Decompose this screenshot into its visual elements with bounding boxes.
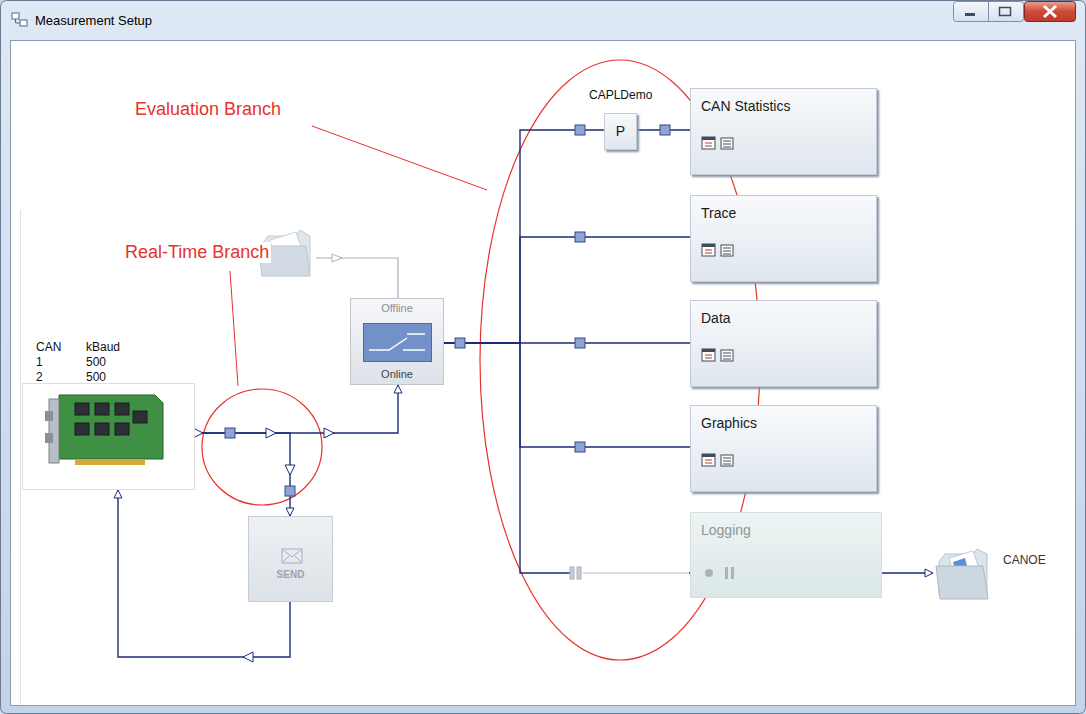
leader-line <box>230 271 238 386</box>
connector <box>444 237 690 343</box>
leader-line <box>312 126 487 190</box>
network-interface-card: CANkBaud15002500 <box>22 383 195 490</box>
node-text: P <box>605 123 636 139</box>
env-icon <box>281 547 303 565</box>
node-text: 1 <box>36 355 43 369</box>
connector <box>195 385 398 433</box>
connector <box>195 433 290 516</box>
node-text: 500 <box>86 355 106 369</box>
node-text: Trace <box>701 205 736 221</box>
branch-label: Evaluation Branch <box>133 99 283 120</box>
branch-label: Real-Time Branch <box>123 242 271 263</box>
logging-break <box>570 567 689 579</box>
node-text: Graphics <box>701 415 757 431</box>
connector <box>444 343 690 447</box>
send-block: SEND <box>248 516 333 602</box>
window-buttons <box>954 2 1076 22</box>
analysis-window-block: Graphics <box>690 405 877 492</box>
node-text: 2 <box>36 370 43 384</box>
analysis-window-block: Trace <box>690 195 877 282</box>
win-icon <box>701 452 741 470</box>
window-icon <box>12 13 27 26</box>
pcb-icon <box>45 389 169 469</box>
branch-ellipse <box>202 389 322 505</box>
flow-arrowhead <box>193 428 334 662</box>
log-file-folder: CANOE <box>935 548 990 600</box>
client-area <box>11 41 1076 706</box>
node-text: 500 <box>86 370 106 384</box>
node-text: CAPLDemo <box>589 88 652 102</box>
switch-icon <box>363 323 433 363</box>
capl-program-node: CAPLDemoP <box>604 113 637 150</box>
online-offline-switch: OfflineOnline <box>350 298 444 385</box>
connector <box>444 343 690 573</box>
node-text: CAN <box>36 340 61 354</box>
scroll-edge <box>20 210 21 705</box>
rec-icon <box>703 565 743 581</box>
analysis-window-block: CAN Statistics <box>690 88 877 175</box>
offline-source-folder <box>258 230 398 298</box>
node-text: kBaud <box>86 340 120 354</box>
node-text: Online <box>351 368 443 380</box>
filter-point <box>225 125 670 496</box>
win-icon <box>701 135 741 153</box>
folder-icon <box>935 548 990 600</box>
logging-block: Logging <box>690 512 882 598</box>
node-text: SEND <box>249 569 332 580</box>
win-icon <box>701 242 741 260</box>
node-text: Data <box>701 310 731 326</box>
window-title: Measurement Setup <box>35 13 152 28</box>
node-text: CANOE <box>1003 553 1046 567</box>
connector <box>882 572 933 573</box>
analysis-window-block: Data <box>690 300 877 387</box>
node-text: Logging <box>701 522 751 538</box>
win-icon <box>701 347 741 365</box>
node-text: Offline <box>351 302 443 314</box>
node-text: CAN Statistics <box>701 98 790 114</box>
